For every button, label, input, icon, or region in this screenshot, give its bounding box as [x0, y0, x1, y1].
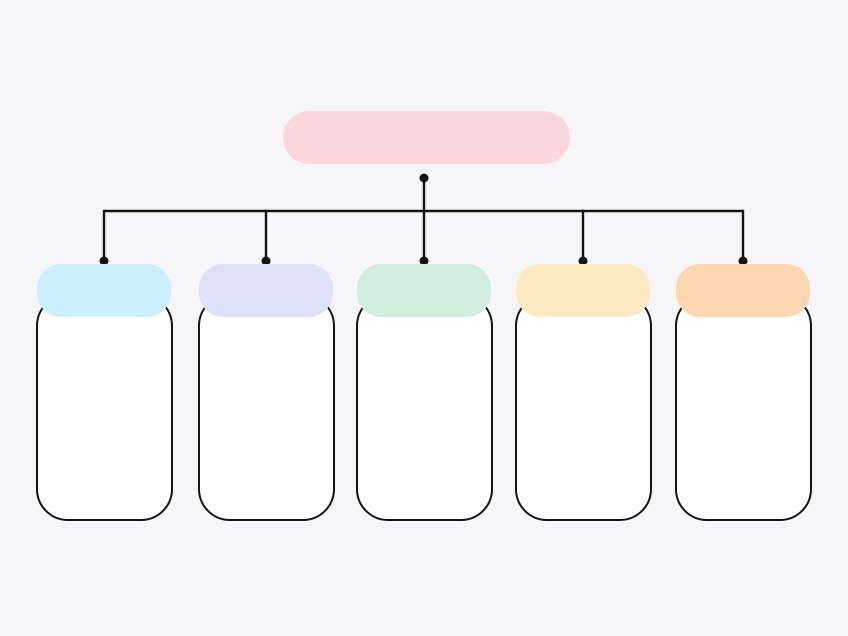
branch-body-card-5[interactable] — [674, 294, 812, 521]
branch-body-card-2[interactable] — [197, 294, 335, 521]
branch-body-card-1[interactable] — [35, 294, 173, 521]
branch-header-pill-1[interactable] — [37, 264, 171, 317]
branch-body-card-3[interactable] — [355, 294, 493, 521]
root-node[interactable] — [283, 111, 570, 164]
root-connector-dot — [419, 173, 429, 183]
branch-header-pill-4[interactable] — [516, 264, 650, 317]
branch-header-pill-2[interactable] — [199, 264, 333, 317]
branch-body-card-4[interactable] — [514, 294, 652, 521]
branch-header-pill-3[interactable] — [357, 264, 491, 317]
branch-header-pill-5[interactable] — [676, 264, 810, 317]
